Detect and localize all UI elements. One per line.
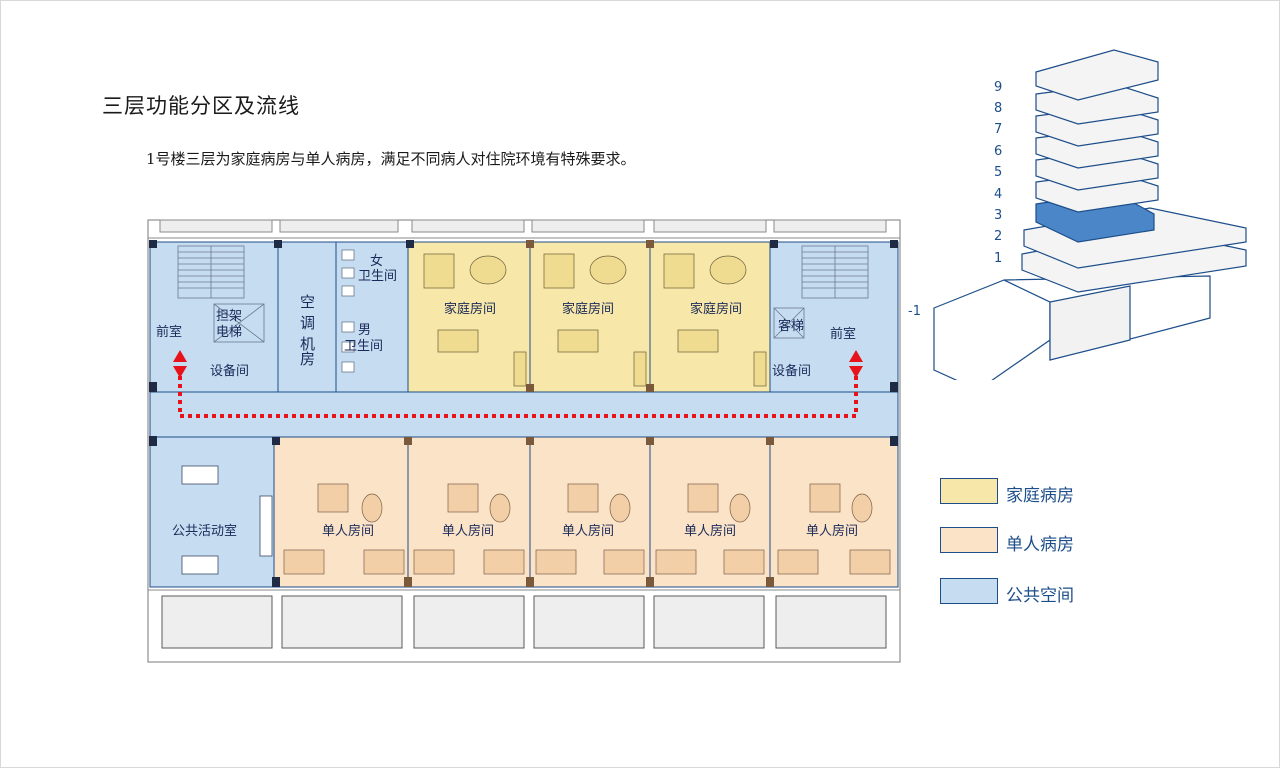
- floor-number-6: 6: [994, 144, 1002, 159]
- floor-number-1: 1: [994, 251, 1002, 266]
- floor-number-b1: -1: [908, 304, 921, 319]
- floor-number-4: 4: [994, 187, 1002, 202]
- label-female-wc-2: 卫生间: [358, 269, 397, 284]
- floor-number-5: 5: [994, 165, 1002, 180]
- label-single-room-2: 单人房间: [442, 523, 494, 539]
- label-equipment-left: 设备间: [210, 363, 249, 379]
- zone-family-3: [649, 241, 771, 393]
- label-ac-room-2: 调: [300, 314, 315, 332]
- label-female-wc-1: 女: [370, 253, 383, 269]
- label-guest-elevator: 客梯: [778, 318, 804, 334]
- legend-swatch-family: [940, 478, 998, 504]
- label-single-room-3: 单人房间: [562, 523, 614, 539]
- label-single-room-1: 单人房间: [322, 523, 374, 539]
- legend-item-family: 家庭病房: [940, 478, 1180, 506]
- label-male-wc-1: 男: [358, 323, 371, 338]
- label-ac-room-4: 房: [300, 350, 315, 368]
- label-family-room-1: 家庭房间: [444, 301, 496, 317]
- legend-label-family: 家庭病房: [1006, 486, 1074, 506]
- floor-slab-b1: [933, 275, 1211, 380]
- label-front-room-left: 前室: [156, 324, 182, 340]
- label-single-room-4: 单人房间: [684, 523, 736, 539]
- legend-label-single: 单人病房: [1006, 535, 1074, 555]
- floor-number-8: 8: [994, 101, 1002, 116]
- page-subtitle: 1号楼三层为家庭病房与单人病房，满足不同病人对住院环境有特殊要求。: [146, 150, 636, 168]
- label-stretcher-elevator-1: 担架: [216, 309, 242, 324]
- label-ac-room-3: 机: [300, 335, 315, 353]
- upper-floor-slabs: [1035, 49, 1159, 213]
- label-single-room-5: 单人房间: [806, 523, 858, 539]
- legend-item-single: 单人病房: [940, 527, 1180, 555]
- legend-item-public: 公共空间: [940, 578, 1180, 606]
- label-family-room-3: 家庭房间: [690, 301, 742, 317]
- legend-label-public: 公共空间: [1006, 586, 1074, 606]
- floor-plan: 前室 担架 电梯 设备间 空 调 机 房 女 卫生间 男 卫生间 家庭房间 家庭…: [147, 219, 901, 663]
- floor-number-7: 7: [994, 122, 1002, 137]
- label-male-wc-2: 卫生间: [344, 339, 383, 354]
- floor-number-9: 9: [994, 80, 1002, 95]
- label-front-room-right: 前室: [830, 326, 856, 342]
- page-title: 三层功能分区及流线: [102, 94, 300, 118]
- floor-number-3: 3: [994, 208, 1002, 223]
- flow-arrows: [173, 350, 863, 378]
- floor-number-2: 2: [994, 229, 1002, 244]
- zone-public-ac: [277, 241, 337, 393]
- legend-swatch-public: [940, 578, 998, 604]
- building-stack-diagram: 9 8 7 6 5 4 3 2 1 -1: [908, 49, 1247, 380]
- label-stretcher-elevator-2: 电梯: [216, 325, 242, 340]
- label-ac-room-1: 空: [300, 293, 315, 311]
- circulation-flow-line: [178, 368, 858, 418]
- label-activity-room: 公共活动室: [172, 523, 237, 539]
- legend-swatch-single: [940, 527, 998, 553]
- label-family-room-2: 家庭房间: [562, 301, 614, 317]
- label-equipment-right: 设备间: [772, 363, 811, 379]
